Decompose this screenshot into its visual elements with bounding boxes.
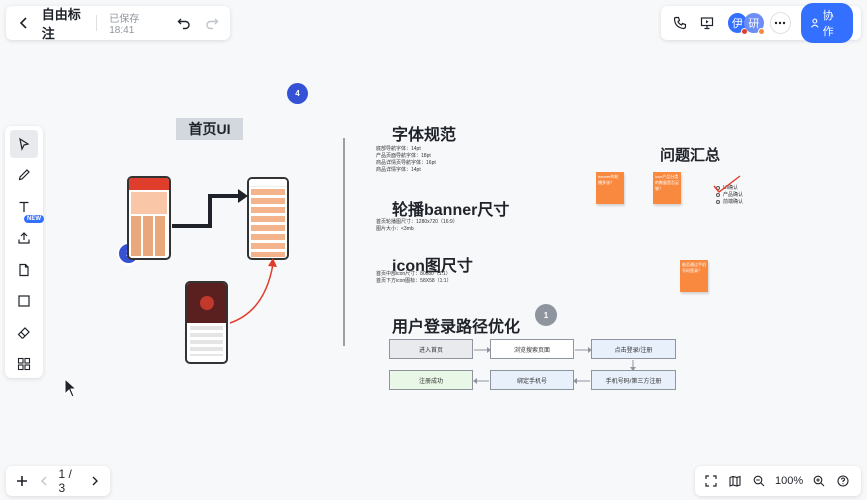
zoom-out-icon[interactable] — [751, 470, 767, 492]
text-tool[interactable] — [10, 193, 38, 221]
header-left-panel: 自由标注 已保存18:41 — [6, 6, 230, 41]
badge-1[interactable]: 1 — [535, 304, 557, 326]
banner-spec-line: 首页轮播图尺寸：1280x720（16:9） — [376, 219, 458, 225]
sticky-note[interactable]: banner的轮播多张？ — [596, 172, 624, 204]
issues-title: 问题汇总 — [660, 147, 721, 164]
canvas-divider — [343, 138, 345, 346]
select-tool[interactable] — [10, 130, 38, 158]
font-spec-line: 底部导航字体：14pt — [376, 146, 421, 152]
phone-mockup-list — [247, 177, 289, 260]
login-flow-title: 用户登录路径优化 — [392, 319, 521, 336]
back-icon[interactable] — [14, 12, 34, 34]
red-check-mark — [713, 175, 741, 193]
flow-step-register[interactable]: 手机号码/第三方注册 — [591, 370, 676, 390]
phone-icon[interactable] — [669, 12, 690, 34]
radio-icon — [716, 192, 720, 197]
prev-page-icon[interactable] — [37, 470, 50, 492]
save-status: 已保存18:41 — [109, 14, 140, 36]
document-tool[interactable] — [10, 256, 38, 284]
upload-tool[interactable] — [10, 225, 38, 253]
zoom-in-icon[interactable] — [811, 470, 827, 492]
view-controls-panel: 100% — [695, 466, 861, 496]
checklist-item[interactable]: UI确认 — [716, 184, 743, 191]
new-badge: NEW — [24, 215, 44, 223]
fullscreen-icon[interactable] — [703, 470, 719, 492]
help-icon[interactable] — [835, 470, 851, 492]
collaborate-button[interactable]: 协作 — [800, 3, 853, 43]
eraser-tool[interactable] — [10, 319, 38, 347]
shape-tool[interactable] — [10, 288, 38, 316]
pen-tool[interactable] — [10, 162, 38, 190]
font-spec-line: 产品页面导航字体：18pt — [376, 153, 431, 159]
square-icon — [18, 295, 30, 307]
sticky-note[interactable]: 能否通过手机号码登录？ — [680, 260, 708, 292]
radio-icon — [716, 185, 720, 190]
more-tools[interactable] — [10, 351, 38, 379]
flow-step-browse[interactable]: 浏览搜索页面 — [490, 339, 574, 359]
icon-spec-line: 首页中部icon尺寸：80x80（1:1） — [376, 271, 451, 277]
banner-spec-line: 图片大小：<3mb — [376, 226, 414, 232]
more-icon[interactable] — [769, 12, 791, 34]
online-dot — [757, 28, 765, 35]
flow-step-bind-phone[interactable]: 绑定手机号 — [490, 370, 574, 390]
avatar-initial: 研 — [748, 18, 760, 30]
eraser-icon — [17, 326, 30, 339]
font-spec-title: 字体规范 — [392, 127, 457, 144]
badge-4[interactable]: 4 — [287, 83, 308, 104]
checklist-item[interactable]: 前端确认 — [716, 198, 743, 205]
checklist: UI确认 产品确认 前端确认 — [716, 184, 743, 205]
checklist-label: 产品确认 — [723, 191, 744, 198]
next-page-icon[interactable] — [89, 470, 102, 492]
present-icon[interactable] — [696, 12, 717, 34]
flow-step-login[interactable]: 点击登录/注册 — [591, 339, 676, 359]
homepage-ui-label: 首页UI — [176, 118, 243, 140]
banner-size-title: 轮播banner尺寸 — [392, 202, 510, 219]
flow-connectors — [473, 347, 636, 384]
flow-step-home[interactable]: 进入首页 — [389, 339, 473, 359]
cursor-icon — [19, 137, 30, 151]
checklist-item[interactable]: 产品确认 — [716, 191, 743, 198]
redo-icon[interactable] — [202, 12, 222, 34]
collaborate-label: 协作 — [822, 10, 834, 38]
phone-mockup-home — [127, 176, 171, 260]
checklist-label: UI确认 — [723, 184, 739, 191]
upload-icon — [18, 232, 30, 244]
checklist-label: 前端确认 — [723, 198, 744, 205]
flow-arrows — [172, 189, 277, 324]
map-icon[interactable] — [727, 470, 743, 492]
undo-icon[interactable] — [175, 12, 195, 34]
icon-spec-line: 首页下方icon图标：58X58（1:1） — [376, 278, 452, 284]
header-right-panel: 伊 研 协作 — [661, 3, 861, 43]
radio-icon — [716, 199, 720, 204]
document-icon — [19, 263, 29, 276]
text-icon — [19, 201, 29, 212]
flow-step-success[interactable]: 注册成功 — [389, 370, 473, 390]
page-nav-panel: 1 / 3 — [6, 466, 110, 496]
add-page-icon[interactable] — [14, 470, 29, 492]
font-spec-line: 商品详情字体：14pt — [376, 167, 421, 173]
font-spec-line: 商品详情页导航字体：16pt — [376, 160, 436, 166]
grid-icon — [17, 358, 31, 371]
avatar-initial: 伊 — [731, 18, 743, 30]
tool-sidebar — [5, 126, 43, 378]
pen-icon — [18, 169, 30, 181]
mouse-pointer-icon — [64, 378, 78, 398]
icon-size-title: icon图尺寸 — [392, 258, 473, 275]
zoom-level: 100% — [775, 475, 804, 487]
page-title: 自由标注 — [41, 7, 81, 41]
sticky-note[interactable]: icon产品分类的数量是否足够？ — [653, 172, 681, 204]
user-add-icon — [811, 18, 819, 28]
phone-mockup-profile — [185, 281, 228, 364]
avatar[interactable]: 研 — [744, 13, 765, 35]
divider — [96, 15, 98, 31]
page-indicator: 1 / 3 — [58, 467, 72, 495]
